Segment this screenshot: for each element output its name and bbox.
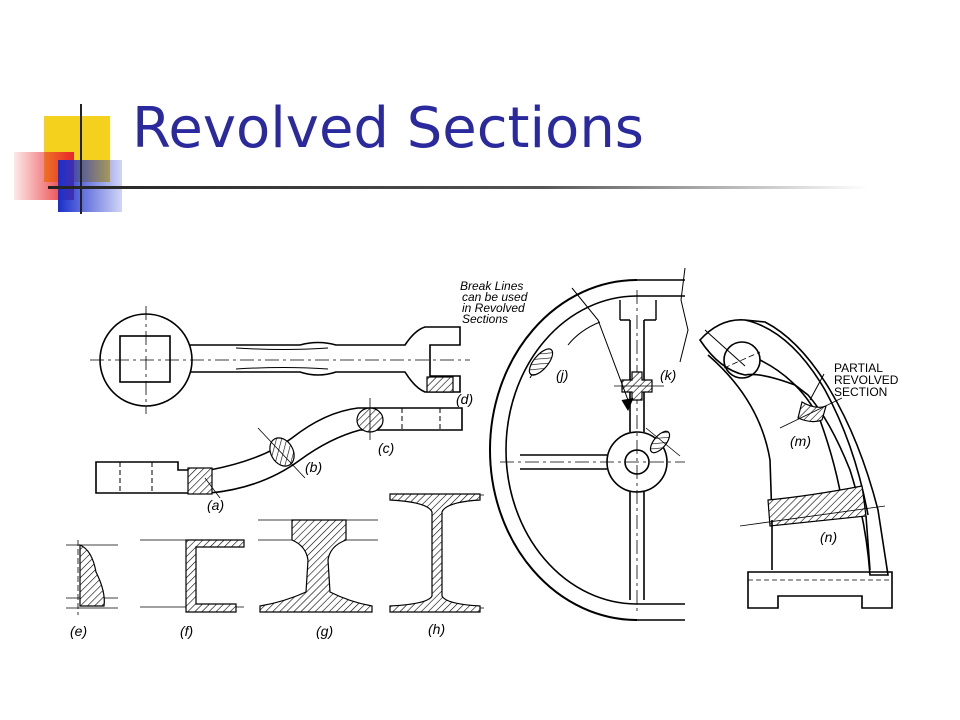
decor-vertical-line	[80, 104, 82, 214]
break-lines-line-2: can be used	[462, 290, 528, 304]
slide-title: Revolved Sections	[132, 96, 644, 161]
wheel-figure	[489, 267, 689, 621]
title-underline	[48, 186, 868, 189]
label-b: (b)	[305, 459, 322, 475]
label-h: (h)	[428, 621, 445, 637]
partial-line-1: PARTIAL	[834, 361, 883, 375]
partial-line-2: REVOLVED	[834, 373, 899, 387]
profile-e	[66, 540, 118, 615]
break-lines-note: Break Lines can be used in Revolved Sect…	[460, 279, 528, 326]
label-m: (m)	[790, 433, 811, 449]
profile-h	[389, 493, 484, 613]
label-e: (e)	[70, 623, 87, 639]
label-c: (c)	[378, 440, 394, 456]
arm-figure	[698, 319, 893, 609]
wrench-figure	[90, 306, 470, 414]
label-j: (j)	[556, 367, 568, 383]
label-g: (g)	[316, 623, 333, 639]
label-n: (n)	[820, 529, 837, 545]
curved-handle-figure	[95, 398, 463, 499]
profile-f	[140, 539, 245, 613]
partial-revolved-note: PARTIAL REVOLVED SECTION	[834, 361, 899, 399]
label-d: (d)	[456, 391, 473, 407]
break-lines-line-4: Sections	[462, 312, 508, 326]
partial-line-3: SECTION	[834, 385, 887, 399]
label-a: (a)	[207, 497, 224, 513]
profile-g	[258, 519, 378, 613]
label-f: (f)	[180, 623, 193, 639]
break-lines-line-3: in Revolved	[462, 301, 525, 315]
label-k: (k)	[660, 367, 676, 383]
break-lines-line-1: Break Lines	[460, 279, 523, 293]
